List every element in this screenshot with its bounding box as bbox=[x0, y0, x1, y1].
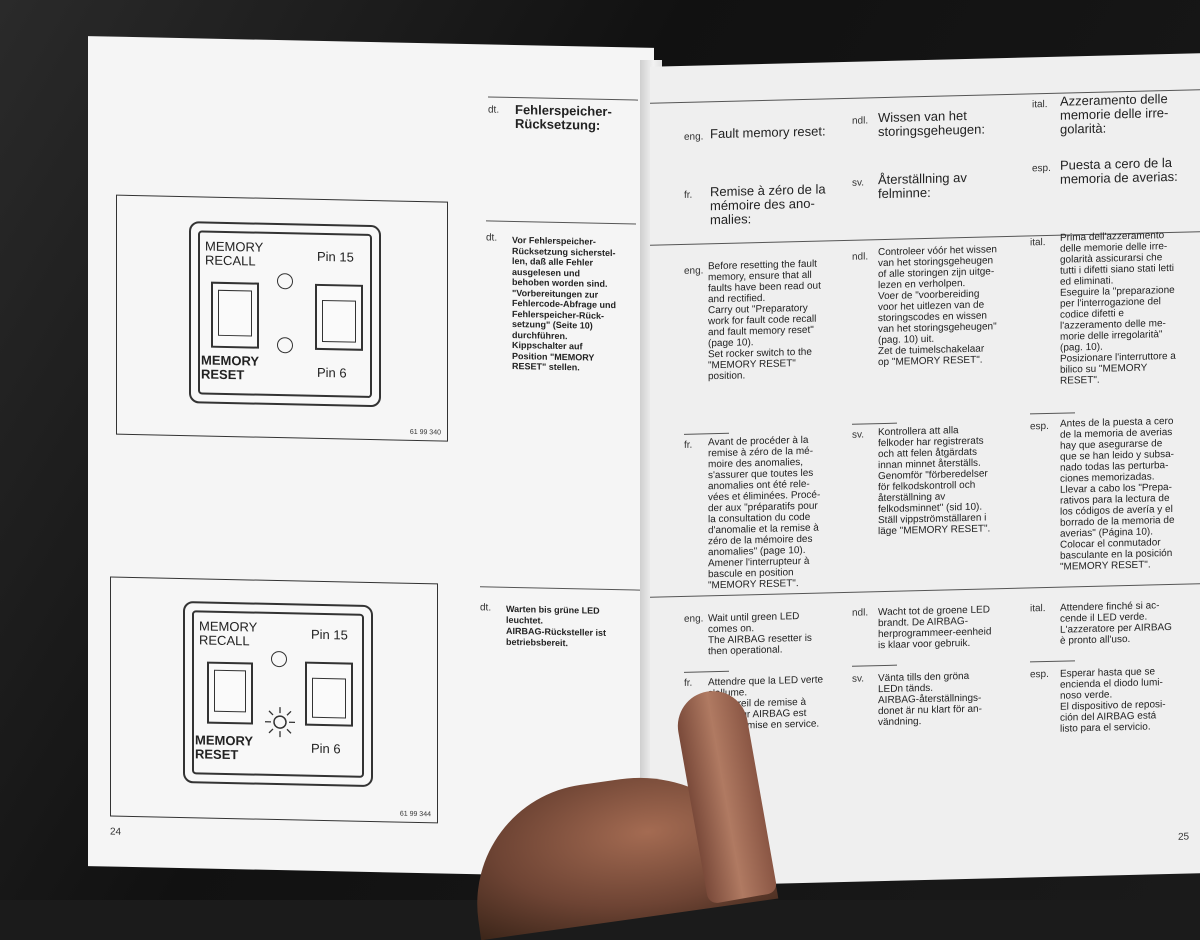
header-lang: ndl. bbox=[852, 115, 868, 126]
header-rule bbox=[488, 96, 638, 100]
led-lower bbox=[277, 337, 293, 353]
block-rule bbox=[1030, 412, 1075, 414]
rocker-switch-right bbox=[305, 662, 353, 727]
block-rule bbox=[1030, 660, 1075, 662]
header-title: Remise à zéro de la mémoire des ano- mal… bbox=[710, 182, 826, 227]
memory-recall-label: MEMORY RECALL bbox=[205, 240, 263, 269]
left-page: dt. Fehlerspeicher- Rücksetzung: MEMORY … bbox=[88, 36, 654, 878]
rocker-switch-left bbox=[211, 282, 259, 349]
block3-text: Attendere finché si ac- cende il LED ver… bbox=[1060, 600, 1172, 647]
block4-text: Esperar hasta que se encienda el diodo l… bbox=[1060, 666, 1166, 735]
header-lang: esp. bbox=[1032, 163, 1051, 174]
header-title: Azzeramento delle memorie delle irre- go… bbox=[1060, 92, 1168, 137]
figure-2: MEMORY RECALL Pin 15 MEMORY RESET Pin 6 bbox=[110, 577, 438, 824]
pin6-label: Pin 6 bbox=[317, 366, 347, 381]
memory-reset-label: MEMORY RESET bbox=[195, 733, 253, 762]
block2-text: Kontrollera att alla felkoder har regist… bbox=[878, 424, 990, 537]
header-title: Wissen van het storingsgeheugen: bbox=[878, 109, 985, 140]
page-number: 25 bbox=[1178, 832, 1189, 843]
memory-reset-label: MEMORY RESET bbox=[201, 353, 259, 382]
section1-lang: dt. bbox=[486, 232, 497, 243]
block2-lang: fr. bbox=[684, 440, 692, 451]
block2-lang: sv. bbox=[852, 429, 864, 440]
block3-lang: ital. bbox=[1030, 603, 1046, 614]
block-rule bbox=[684, 671, 729, 673]
header-title: Fehlerspeicher- Rücksetzung: bbox=[515, 103, 612, 133]
control-panel: MEMORY RECALL Pin 15 MEMORY RESET Pin 6 bbox=[183, 601, 373, 787]
header-lang: dt. bbox=[488, 104, 499, 115]
block3-lang: ndl. bbox=[852, 607, 868, 618]
rocker-switch-right bbox=[315, 284, 363, 351]
header-title: Puesta a cero de la memoria de averias: bbox=[1060, 156, 1178, 187]
block3-text: Wait until green LED comes on. The AIRBA… bbox=[708, 611, 812, 658]
figure-number: 61 99 340 bbox=[410, 429, 441, 437]
control-panel: MEMORY RECALL Pin 15 MEMORY RESET Pin 6 bbox=[189, 221, 381, 407]
page-number: 24 bbox=[110, 827, 121, 838]
header-lang: ital. bbox=[1032, 99, 1048, 110]
block-rule bbox=[684, 433, 729, 435]
block4-text: Vänta tills den gröna LEDn tänds. AIRBAG… bbox=[878, 671, 982, 729]
block1-lang: ndl. bbox=[852, 251, 868, 262]
block1-text: Prima dell'azzeramento delle memorie del… bbox=[1060, 230, 1176, 387]
block2-lang: esp. bbox=[1030, 421, 1049, 432]
block1-lang: ital. bbox=[1030, 237, 1046, 248]
figure-number: 61 99 344 bbox=[400, 811, 431, 819]
memory-recall-label: MEMORY RECALL bbox=[199, 619, 257, 648]
block1-lang: eng. bbox=[684, 265, 703, 276]
block-rule bbox=[852, 423, 897, 425]
block-rule bbox=[852, 665, 897, 667]
led-upper bbox=[277, 273, 293, 289]
pin6-label: Pin 6 bbox=[311, 742, 341, 757]
block1-text: Before resetting the fault memory, ensur… bbox=[708, 259, 821, 383]
pin15-label: Pin 15 bbox=[311, 628, 348, 643]
pin15-label: Pin 15 bbox=[317, 250, 354, 265]
section2-lang: dt. bbox=[480, 602, 491, 613]
block3-lang: eng. bbox=[684, 613, 703, 624]
header-lang: eng. bbox=[684, 131, 703, 142]
block4-lang: esp. bbox=[1030, 669, 1049, 680]
block3-text: Wacht tot de groene LED brandt. De AIRBA… bbox=[878, 604, 991, 651]
led-upper bbox=[271, 651, 287, 667]
block1-text: Controleer vóór het wissen van het stori… bbox=[878, 244, 997, 368]
section2-text: Warten bis grüne LED leuchtet. AIRBAG-Rü… bbox=[506, 604, 606, 650]
lit-led-icon bbox=[263, 705, 297, 740]
figure-1: MEMORY RECALL Pin 15 MEMORY RESET Pin 6 … bbox=[116, 195, 448, 442]
block4-lang: sv. bbox=[852, 673, 864, 684]
section-rule bbox=[486, 220, 636, 224]
block2-text: Antes de la puesta a cero de la memoria … bbox=[1060, 416, 1175, 573]
header-title: Återställning av felminne: bbox=[878, 171, 967, 201]
header-lang: fr. bbox=[684, 190, 692, 201]
block4-lang: fr. bbox=[684, 678, 692, 689]
header-lang: sv. bbox=[852, 177, 864, 188]
section1-text: Vor Fehlerspeicher- Rücksetzung sicherst… bbox=[512, 235, 616, 374]
section-rule bbox=[480, 586, 640, 590]
rocker-switch-left bbox=[207, 662, 253, 725]
header-title: Fault memory reset: bbox=[710, 124, 826, 141]
block2-text: Avant de procéder à la remise à zéro de … bbox=[708, 435, 820, 592]
